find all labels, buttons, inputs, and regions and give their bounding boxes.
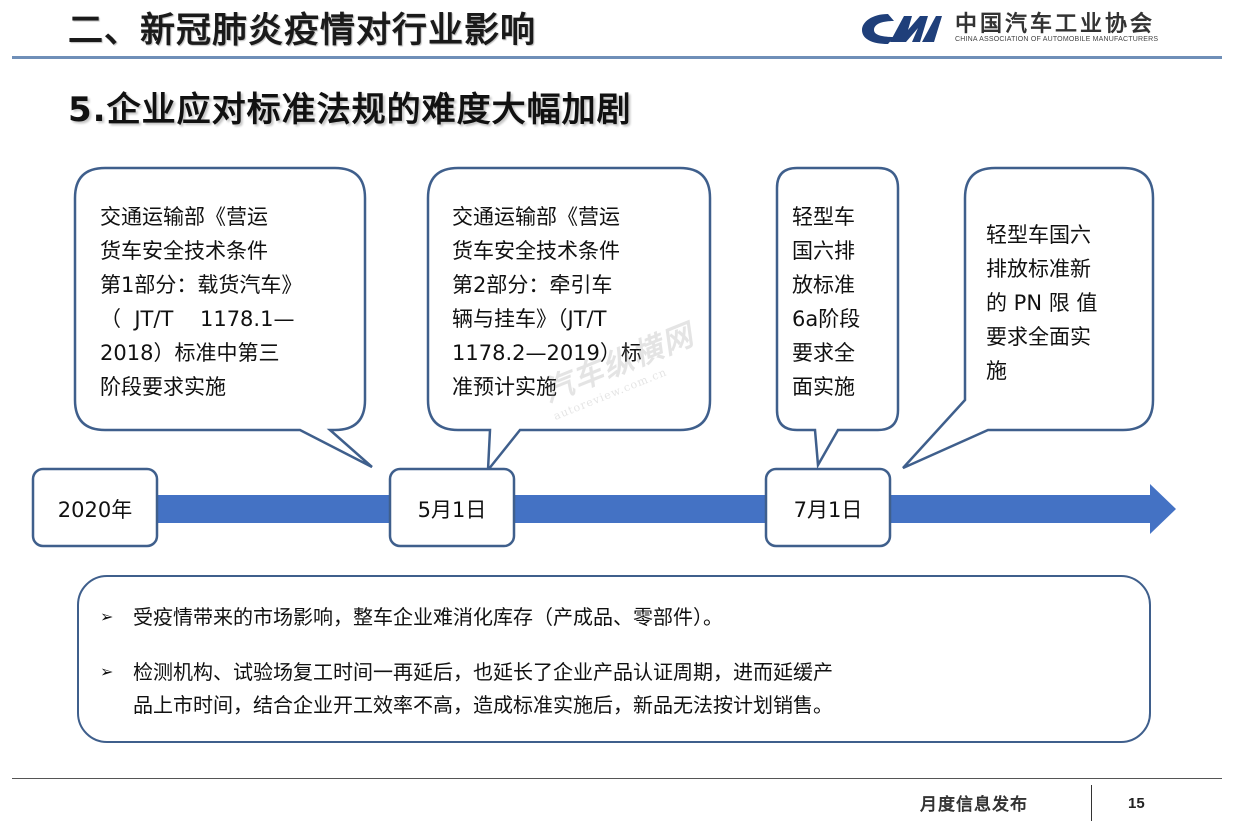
callout-2-line: 准预计实施 [452,375,557,399]
callout-text-3: 轻型车 国六排 放标准 6a阶段 要求全 面实施 [792,200,860,404]
summary-bullet-1: 受疫情带来的市场影响，整车企业难消化库存（产成品、零部件）。 [133,605,723,629]
timeline-graphic [31,166,1176,548]
callout-1-line: 交通运输部《营运 [100,205,268,229]
summary-bullet-2-line-2: 品上市时间，结合企业开工效率不高，造成标准实施后，新品无法按计划销售。 [133,693,833,717]
callout-2-line: 第2部分：牵引车 [452,273,613,297]
callout-text-1: 交通运输部《营运 货车安全技术条件 第1部分：载货汽车》 （ JT/T 1178… [100,200,302,404]
callout-1-line: 阶段要求实施 [100,375,226,399]
header-divider [12,56,1222,59]
date-label-may-1: 5月1日 [417,498,487,522]
callout-3-line: 放标准 [792,273,855,297]
callout-3-line: 6a阶段 [792,307,861,331]
slide-title: 5.企业应对标准法规的难度大幅加剧 [68,90,632,130]
timeline-bar [150,495,1152,523]
callout-4-line: 要求全面实 [986,325,1091,349]
callout-bubble-3 [775,166,900,470]
org-name-cn: 中国汽车工业协会 [955,12,1156,37]
date-box-july [764,467,892,548]
callout-2-line: 1178.2—2019）标 [452,341,642,365]
callout-2-line: 辆与挂车》（JT/T [452,307,607,331]
caam-logo-icon [862,14,942,44]
bullet-arrow-icon: ➢ [100,662,114,681]
callout-2-line: 货车安全技术条件 [452,239,620,263]
footer-separator [1091,785,1092,821]
summary-box [77,575,1151,743]
date-box-may [388,467,516,548]
callout-3-line: 要求全 [792,341,855,365]
callout-4-line: 排放标准新 [986,257,1091,281]
timeline-arrowhead-icon [1150,484,1176,534]
section-heading: 二、新冠肺炎疫情对行业影响 [68,11,537,51]
callout-4-line: 施 [986,359,1007,383]
footer-label: 月度信息发布 [920,795,1028,815]
summary-bullet-2-line-1: 检测机构、试验场复工时间一再延后，也延长了企业产品认证周期，进而延缓产 [133,660,833,684]
callout-bubble-4 [902,166,1155,470]
footer-divider [12,778,1222,779]
callout-1-line: 第1部分：载货汽车》 [100,273,303,297]
date-label-2020: 2020年 [57,498,133,522]
callout-2-line: 交通运输部《营运 [452,205,620,229]
callout-3-line: 面实施 [792,375,855,399]
callout-bubble-2 [426,166,712,474]
callout-1-line: 2018）标准中第三 [100,341,280,365]
callout-bubble-1 [73,166,373,469]
org-name-en: CHINA ASSOCIATION OF AUTOMOBILE MANUFACT… [955,36,1159,43]
date-label-july-1: 7月1日 [793,498,863,522]
date-box-2020 [31,467,159,548]
callout-3-line: 轻型车 [792,205,855,229]
callout-1-line: （ JT/T 1178.1— [100,307,295,331]
bullet-arrow-icon: ➢ [100,607,114,626]
page-number: 15 [1128,795,1145,812]
callout-1-line: 货车安全技术条件 [100,239,268,263]
callout-text-2: 交通运输部《营运 货车安全技术条件 第2部分：牵引车 辆与挂车》（JT/T 11… [452,200,642,404]
callout-3-line: 国六排 [792,239,855,263]
callout-4-line: 的 PN 限 值 [986,291,1098,315]
callout-text-4: 轻型车国六 排放标准新 的 PN 限 值 要求全面实 施 [986,218,1097,388]
callout-4-line: 轻型车国六 [986,223,1091,247]
